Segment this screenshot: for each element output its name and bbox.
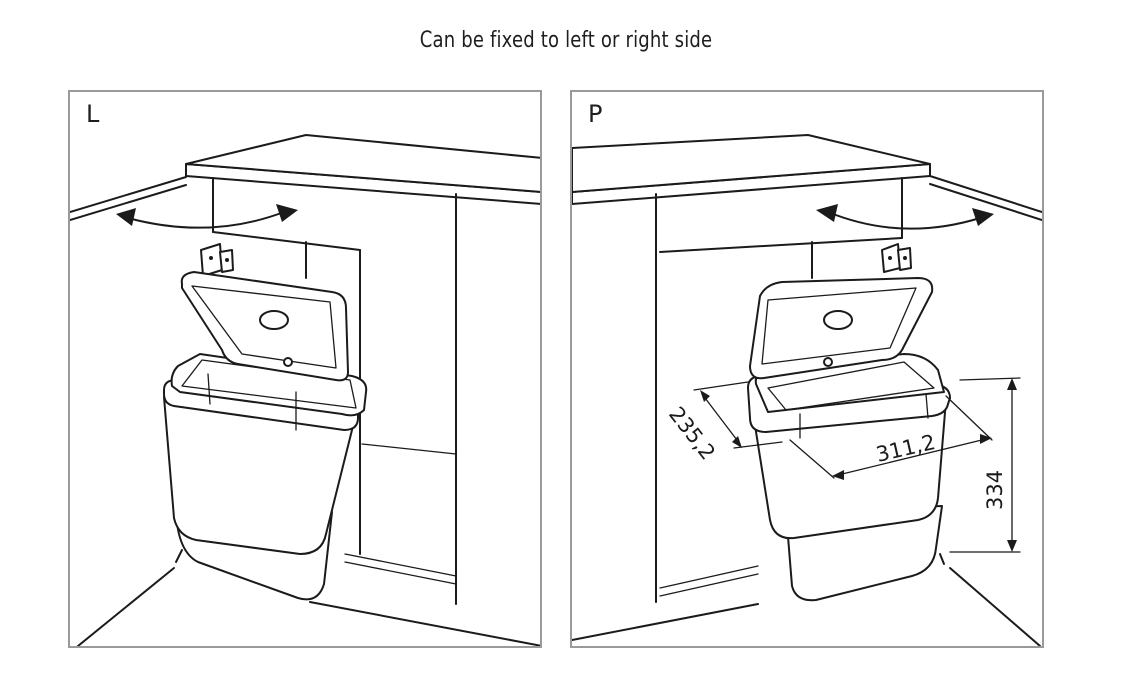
waste-bin bbox=[747, 353, 951, 602]
right-mounting-illustration: 235,2 311,2 334 bbox=[572, 134, 1042, 646]
bin-lid bbox=[749, 277, 934, 380]
bin-lid bbox=[180, 271, 349, 382]
cabinet-side-wall bbox=[929, 175, 1042, 221]
panel-label-left: L bbox=[86, 100, 100, 128]
right-mounting-panel: P bbox=[570, 90, 1044, 648]
depth-dimension-label: 235,2 bbox=[664, 402, 720, 464]
panel-label-right: P bbox=[588, 100, 603, 128]
waste-bin bbox=[163, 353, 368, 601]
height-dimension: 334 bbox=[949, 377, 1021, 553]
page-title: Can be fixed to left or right side bbox=[419, 28, 713, 53]
cabinet-top bbox=[185, 134, 540, 205]
hinge-bracket bbox=[881, 243, 912, 273]
cabinet-side-wall bbox=[70, 176, 187, 221]
swing-arrow-icon bbox=[116, 204, 298, 229]
left-mounting-panel: L bbox=[68, 90, 542, 648]
cabinet-floor bbox=[939, 553, 1041, 646]
swing-arrow-icon bbox=[816, 204, 994, 230]
height-dimension-label: 334 bbox=[983, 470, 1007, 510]
cabinet-top bbox=[572, 134, 931, 205]
cabinet-floor bbox=[77, 549, 183, 646]
hinge-bracket bbox=[200, 243, 234, 277]
left-mounting-illustration bbox=[70, 134, 540, 646]
